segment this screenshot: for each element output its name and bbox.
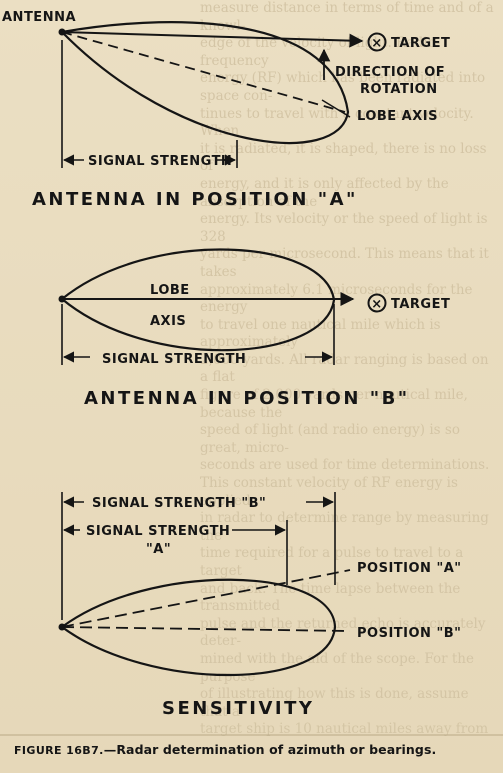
antenna-lobe-c — [60, 578, 337, 677]
target-label-b: TARGET — [391, 297, 450, 312]
position-b-ray — [61, 626, 351, 632]
figure-caption: FIGURE 16B7.—Radar determination of azim… — [14, 742, 494, 757]
reverse-side-bleed-text: measure distance in terms of time and of… — [200, 0, 494, 740]
signal-strength-label-b: SIGNAL STRENGTH — [102, 352, 246, 367]
target-symbol-b — [367, 293, 387, 313]
direction-label-line-1: DIRECTION OF — [335, 65, 445, 80]
target-symbol-a — [367, 32, 387, 52]
title-position-a: ANTENNA IN POSITION "A" — [32, 189, 358, 210]
antenna-lobe-a — [59, 21, 350, 145]
position-a-label: POSITION "A" — [357, 561, 462, 576]
target-cross-b: × — [371, 297, 382, 312]
figure-caption-text: —Radar determination of azimuth or beari… — [103, 742, 437, 757]
direction-label-line-2: ROTATION — [360, 82, 438, 97]
diagram-sensitivity: POSITION "A" POSITION "B" SIGNAL STRENGT… — [58, 492, 462, 719]
lobe-axis-label-a: LOBE AXIS — [357, 109, 438, 124]
antenna-label: ANTENNA — [2, 10, 76, 25]
signal-strength-a-label-line-2: "A" — [146, 542, 171, 557]
title-position-b: ANTENNA IN POSITION "B" — [84, 388, 410, 409]
title-sensitivity: SENSITIVITY — [162, 698, 314, 719]
signal-strength-label-a: SIGNAL STRENGTH — [88, 154, 232, 169]
diagram-position-a: ANTENNA × TARGET DIRECTION OF ROTATION L… — [2, 10, 450, 210]
target-label-a: TARGET — [391, 36, 450, 51]
lobe-label-b-line-2: AXIS — [150, 314, 186, 329]
target-line-a — [61, 31, 364, 48]
target-cross-a: × — [371, 36, 382, 51]
lobe-axis-leader-a — [321, 99, 351, 118]
lobe-label-b-line-1: LOBE — [150, 283, 190, 298]
signal-strength-a-label-line-1: SIGNAL STRENGTH — [86, 524, 230, 539]
position-a-ray — [61, 569, 351, 628]
position-b-label: POSITION "B" — [357, 626, 461, 641]
diagram-position-b: LOBE AXIS × TARGET SIGNAL STRENGTH ANTEN… — [58, 248, 450, 409]
lobe-axis-line-a — [61, 31, 346, 113]
figure-number: FIGURE 16B7. — [14, 744, 104, 757]
signal-strength-b-label: SIGNAL STRENGTH "B" — [92, 496, 266, 511]
